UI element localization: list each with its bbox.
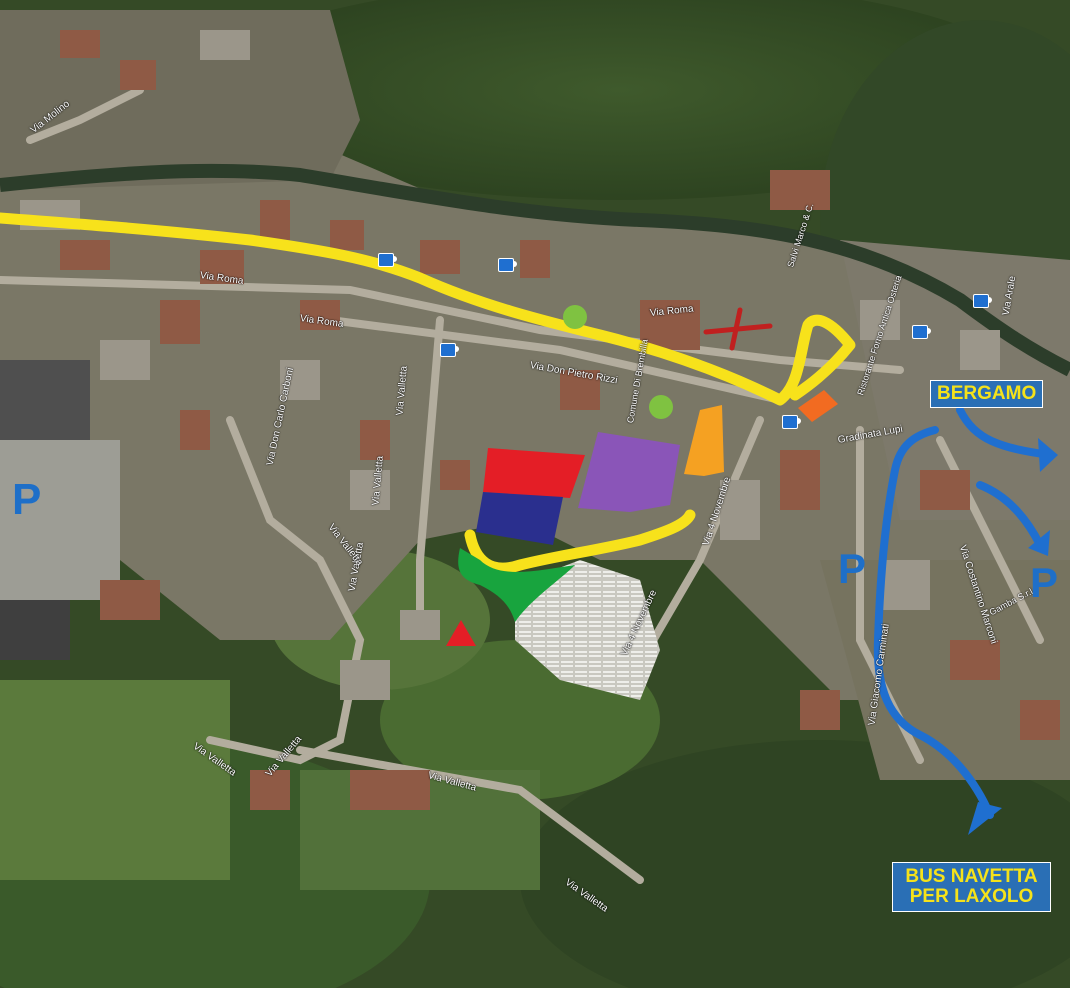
bergamo-label-text: BERGAMO: [937, 383, 1037, 404]
area-green: [458, 548, 575, 622]
arrow-bergamo-2: [976, 481, 1044, 549]
parking-symbol: P: [1030, 559, 1059, 606]
route-line: [0, 212, 856, 406]
red-triangle-marker: [446, 620, 476, 646]
bus-navetta-label: BUS NAVETTA PER LAXOLO: [892, 862, 1051, 912]
map-pin-icon[interactable]: [782, 415, 801, 429]
arrowhead-bergamo-2: [1028, 530, 1050, 556]
arrow-bergamo-1: [956, 406, 1054, 459]
poi-green-dot: [563, 305, 587, 329]
arrowhead-bergamo-1: [1038, 438, 1058, 472]
area-orange-small: [798, 390, 838, 422]
route-line-south: [464, 509, 696, 574]
area-red: [483, 448, 585, 498]
map-pin-icon[interactable]: [378, 253, 397, 267]
bus-label-line2: PER LAXOLO: [909, 885, 1034, 907]
parking-symbol: P: [12, 475, 42, 524]
map-pin-icon[interactable]: [973, 294, 992, 308]
area-blue: [476, 492, 563, 545]
arrowhead-bus: [968, 802, 1002, 835]
area-orange: [684, 405, 724, 476]
map-pin-icon[interactable]: [498, 258, 517, 272]
map-pin-icon[interactable]: [440, 343, 459, 357]
parking-symbol: P: [838, 545, 867, 592]
red-cross-marker: [703, 307, 773, 351]
poi-green-dot: [649, 395, 673, 419]
bergamo-label: BERGAMO: [930, 380, 1044, 408]
bus-label-line1: BUS NAVETTA: [905, 866, 1038, 887]
area-purple: [578, 432, 680, 512]
map-pin-icon[interactable]: [912, 325, 931, 339]
arrow-bus-route: [873, 426, 994, 819]
